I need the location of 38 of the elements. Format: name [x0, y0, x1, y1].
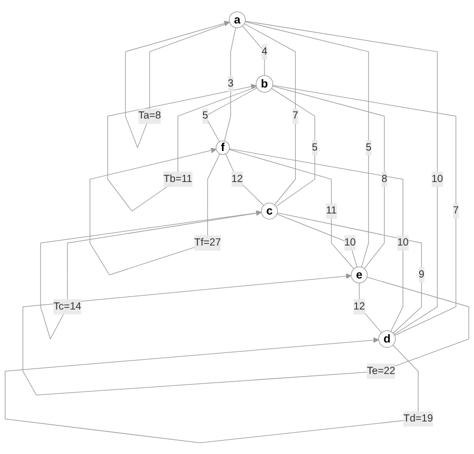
- edge-label: 9: [418, 269, 424, 280]
- edge-label: Te=22: [366, 365, 396, 376]
- edge-label: 5: [312, 142, 318, 153]
- node-circle: c: [261, 202, 278, 220]
- edge-label: 10: [397, 237, 409, 248]
- edge-label: 5: [366, 142, 372, 153]
- connector: [228, 149, 354, 270]
- connector: [271, 88, 316, 207]
- connector: [244, 20, 438, 335]
- edge-label: Tf=27: [194, 237, 221, 248]
- edge-label: 4: [262, 46, 268, 57]
- edge-label: 3: [228, 78, 234, 90]
- node-circle: e: [350, 266, 368, 284]
- edge-label: Tb=11: [163, 173, 192, 184]
- connector: [276, 214, 358, 268]
- edge-label: Tc=14: [53, 301, 82, 312]
- connector: [242, 26, 265, 76]
- edge-label: 5: [202, 110, 208, 122]
- connector: [276, 212, 422, 334]
- edge-label: 7: [453, 205, 459, 216]
- edge-label: 7: [292, 110, 298, 122]
- edge-label: Td=19: [403, 413, 433, 424]
- connector: [229, 148, 404, 332]
- connector: [244, 21, 369, 268]
- connector: [225, 154, 264, 206]
- node-circle: a: [228, 11, 246, 28]
- edge-label: 8: [381, 173, 388, 184]
- edge-label: Ta=8: [138, 110, 161, 122]
- connector: [272, 84, 456, 336]
- arrow: [4, 337, 418, 444]
- edge-label: 11: [326, 205, 337, 216]
- node-circle: b: [256, 75, 274, 93]
- connector: [272, 86, 385, 269]
- edge-label: 12: [231, 173, 243, 184]
- connector: [244, 23, 296, 206]
- edge-label: 10: [432, 173, 444, 184]
- edge-label: 10: [344, 237, 356, 248]
- edge-label: 12: [354, 301, 365, 312]
